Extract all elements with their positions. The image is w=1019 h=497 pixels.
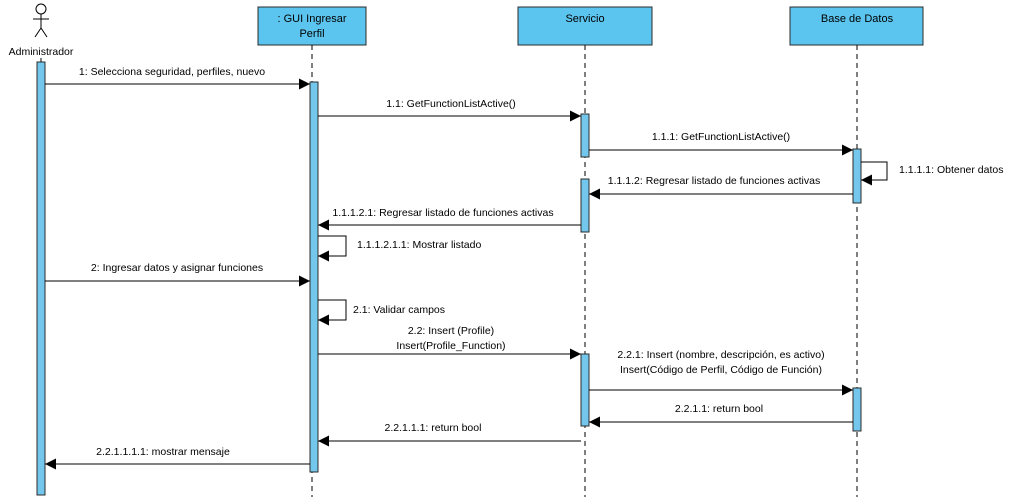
- lifeline-db: Base de Datos: [789, 6, 924, 46]
- message-2-2-1-1-1-1: 2.2.1.1.1.1: mostrar mensaje: [45, 446, 310, 470]
- lifeline-servicio-title: Servicio: [565, 13, 604, 25]
- lifeline-gui-subtitle: Perfil: [299, 28, 324, 40]
- message-2: 2: Ingresar datos y asignar funciones: [45, 262, 310, 287]
- message-2-2-1: 2.2.1: Insert (nombre, descripción, es a…: [589, 349, 853, 396]
- activation-db-1: [852, 148, 862, 204]
- message-1-1-1-2-1-1: 1.1.1.2.1.1: Mostrar listado: [318, 235, 481, 262]
- message-1-1-1-1: 1.1.1.1: Obtener datos: [861, 161, 1004, 186]
- lifeline-gui: : GUI Ingresar Perfil: [257, 6, 367, 46]
- message-2-1: 2.1: Validar campos: [318, 299, 445, 326]
- actor-administrador: Administrador: [9, 3, 74, 58]
- message-1-1-label: 1.1: GetFunctionListActive(): [386, 98, 516, 110]
- message-1-1-1: 1.1.1: GetFunctionListActive(): [589, 131, 853, 156]
- lifeline-servicio: Servicio: [517, 6, 653, 46]
- activation-administrador: [36, 61, 46, 496]
- actor-label: Administrador: [9, 46, 74, 58]
- activation-servicio-3: [580, 353, 590, 427]
- message-1-1-1-2-1-1-arrow: [318, 235, 347, 262]
- message-2-2-1-1-1: 2.2.1.1.1: return bool: [318, 422, 581, 447]
- lifeline-servicio-box: [517, 6, 653, 46]
- lifeline-gui-title: : GUI Ingresar: [277, 13, 346, 25]
- message-2-2-1-label: 2.2.1: Insert (nombre, descripción, es a…: [617, 349, 824, 361]
- message-1-1-1-2-1-1-label: 1.1.1.2.1.1: Mostrar listado: [357, 239, 481, 251]
- message-1-label: 1: Selecciona seguridad, perfiles, nuevo: [79, 66, 265, 78]
- message-2-2-1-1-1-1-label: 2.2.1.1.1.1: mostrar mensaje: [96, 446, 230, 458]
- actor-head-icon: [35, 3, 47, 15]
- message-1: 1: Selecciona seguridad, perfiles, nuevo: [45, 66, 310, 90]
- message-1-1-1-2: 1.1.1.2: Regresar listado de funciones a…: [589, 175, 853, 200]
- activation-servicio-1: [580, 113, 590, 158]
- lifeline-db-title: Base de Datos: [821, 13, 894, 25]
- message-1-1-1-2-1-label: 1.1.1.2.1: Regresar listado de funciones…: [332, 207, 553, 219]
- message-2-2-1-1-label: 2.2.1.1: return bool: [675, 403, 763, 415]
- message-2-label: 2: Ingresar datos y asignar funciones: [91, 262, 263, 274]
- activation-servicio-2: [580, 178, 590, 233]
- message-1-1-1-2-label: 1.1.1.2: Regresar listado de funciones a…: [608, 175, 820, 187]
- message-1-1: 1.1: GetFunctionListActive(): [318, 98, 581, 122]
- lifeline-gui-box: [257, 6, 367, 46]
- message-2-2-label: 2.2: Insert (Profile): [408, 325, 494, 337]
- message-1-1-1-1-label: 1.1.1.1: Obtener datos: [899, 164, 1004, 176]
- message-1-1-1-label: 1.1.1: GetFunctionListActive(): [652, 131, 790, 143]
- message-1-1-1-2-1: 1.1.1.2.1: Regresar listado de funciones…: [318, 207, 581, 231]
- message-2-2-1-label-2: Insert(Código de Perfil, Código de Funci…: [620, 364, 822, 376]
- lifeline-db-box: [789, 6, 924, 46]
- message-2-2-label-2: Insert(Profile_Function): [396, 340, 505, 352]
- message-2-2-1-1: 2.2.1.1: return bool: [589, 403, 853, 428]
- activation-db-2: [852, 387, 862, 432]
- activation-gui: [309, 81, 319, 473]
- message-2-1-arrow: [318, 299, 347, 326]
- message-2-1-label: 2.1: Validar campos: [353, 304, 445, 316]
- message-1-1-1-1-arrow: [861, 161, 888, 186]
- message-2-2: 2.2: Insert (Profile) Insert(Profile_Fun…: [318, 325, 581, 360]
- message-2-2-1-1-1-label: 2.2.1.1.1: return bool: [385, 422, 482, 434]
